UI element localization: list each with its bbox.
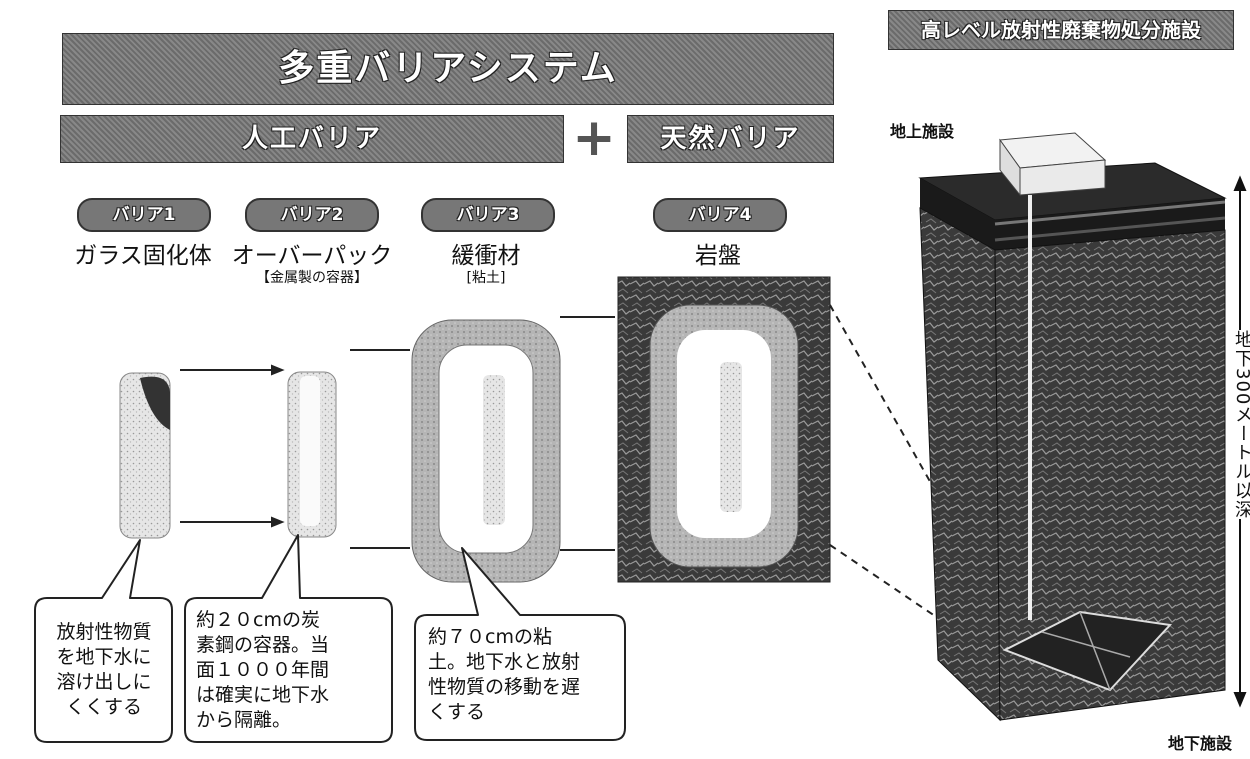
buffer-clay-shape xyxy=(411,319,561,583)
callout-bubble-3 xyxy=(414,547,626,741)
barrier-name-3: 緩衝材 xyxy=(451,243,521,269)
facility-title: 高レベル放射性廃棄物処分施設 xyxy=(921,18,1201,42)
engineered-barrier-banner: 人工バリア xyxy=(60,115,564,163)
barrier-tag-1: バリア1 xyxy=(77,198,211,232)
depth-label: 地下300メートル以深 xyxy=(1229,330,1250,520)
barrier-tag-2: バリア2 xyxy=(245,198,379,232)
main-title-banner: 多重バリアシステム xyxy=(62,33,834,105)
facility-title-banner: 高レベル放射性廃棄物処分施設 xyxy=(888,10,1234,50)
engineered-barrier-label: 人工バリア xyxy=(241,124,382,154)
disposal-facility-shape xyxy=(918,132,1227,722)
natural-barrier-banner: 天然バリア xyxy=(627,115,834,163)
barrier-name-4: 岩盤 xyxy=(695,243,741,269)
barrier-sub-3: [粘土] xyxy=(466,270,506,286)
bedrock-shape xyxy=(617,276,831,583)
barrier-tag-4: バリア4 xyxy=(653,198,787,232)
glass-canister-shape xyxy=(119,372,171,539)
plus-sign: + xyxy=(572,108,616,168)
callout-bubble-1 xyxy=(34,539,173,743)
callout-text-3: 約７０cmの粘 土。地下水と放射 性物質の移動を遅 くする xyxy=(428,626,581,723)
barrier-name-1: ガラス固化体 xyxy=(74,243,212,269)
barrier-tag-3: バリア3 xyxy=(421,198,555,232)
callout-text-2: 約２０cmの炭 素鋼の容器。当 面１０００年間 は確実に地下水 から隔離。 xyxy=(196,609,330,731)
callout-bubble-2 xyxy=(184,534,393,743)
main-title: 多重バリアシステム xyxy=(278,48,618,89)
overpack-shape xyxy=(287,371,337,538)
surface-facility-label: 地上施設 xyxy=(890,122,955,141)
callout-text-1: 放射性物質 を地下水に 溶け出しに くくする xyxy=(56,621,152,718)
natural-barrier-label: 天然バリア xyxy=(660,124,801,154)
underground-facility-label: 地下施設 xyxy=(1168,734,1233,753)
barrier-name-2: オーバーパック xyxy=(231,243,393,269)
barrier-sub-2: 【金属製の容器】 xyxy=(256,270,368,286)
